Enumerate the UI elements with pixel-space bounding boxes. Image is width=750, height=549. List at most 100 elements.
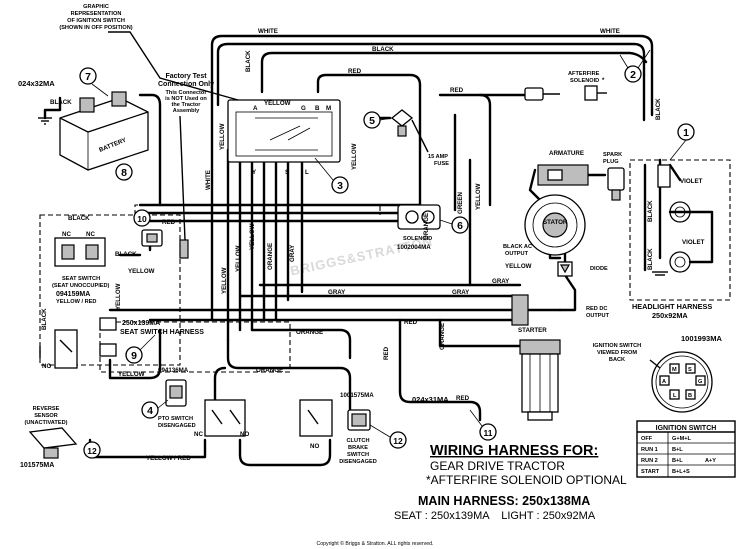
yellow-red-label-bottom: YELLOW / RED bbox=[146, 455, 191, 462]
svg-text:REPRESENTATION: REPRESENTATION bbox=[71, 11, 122, 17]
svg-text:SENSOR: SENSOR bbox=[34, 413, 58, 419]
switch-term-s: S bbox=[285, 169, 289, 176]
orange-label-vertical-2: ORANGE bbox=[423, 213, 430, 240]
headlight-harness: VIOLET VIOLET BLACK BLACK HEADLIGHT HARN… bbox=[632, 164, 714, 320]
svg-text:7: 7 bbox=[85, 71, 91, 83]
orange-label-right: ORANGE bbox=[439, 323, 446, 350]
ign-row-run1-label: RUN 1 bbox=[641, 447, 658, 453]
yellow-label-vertical-2: YELLOW bbox=[235, 245, 242, 272]
violet-label-2: VIOLET bbox=[682, 239, 705, 246]
gray-label-horizontal: GRAY bbox=[328, 289, 346, 296]
armature: ARMATURE bbox=[537, 150, 589, 186]
svg-text:(UNACTIVATED): (UNACTIVATED) bbox=[25, 420, 68, 426]
seat-switch-label: SEAT SWITCH bbox=[62, 276, 100, 282]
ignition-switch-graphic: A G B M Y S L YELLOW YELLOW YELLOW bbox=[219, 99, 358, 176]
red-label-top: RED bbox=[348, 68, 362, 75]
brake-switch-label: CLUTCH bbox=[347, 438, 370, 444]
yellow-label-seat-bottom: YELLOW bbox=[118, 371, 145, 378]
fuse: 15 AMP FUSE bbox=[390, 109, 449, 167]
solenoid-label: SOLENOID bbox=[403, 236, 432, 242]
ign-part-number: 1001993MA bbox=[681, 334, 722, 343]
svg-text:9: 9 bbox=[131, 350, 137, 362]
svg-text:12: 12 bbox=[393, 436, 403, 446]
black-label-seat: BLACK bbox=[68, 215, 90, 222]
spark-plug-label: SPARK bbox=[603, 152, 622, 158]
ign-term-a: A bbox=[662, 379, 666, 385]
ign-row-run2-label: RUN 2 bbox=[641, 458, 658, 464]
yellow-label-ac: YELLOW bbox=[505, 263, 532, 270]
yellow-label-stator: YELLOW bbox=[475, 183, 482, 210]
svg-text:OF IGNITION SWITCH: OF IGNITION SWITCH bbox=[67, 18, 125, 24]
callout-8: 8 bbox=[115, 163, 133, 181]
callout-5: 5 bbox=[363, 111, 381, 129]
ign-row-start-label: START bbox=[641, 469, 660, 475]
svg-text:DISENGAGED: DISENGAGED bbox=[339, 459, 377, 465]
white-label-top-right: WHITE bbox=[600, 28, 620, 35]
svg-text:11: 11 bbox=[484, 428, 493, 438]
red-label-starter: RED bbox=[456, 395, 470, 402]
switch-term-l: L bbox=[305, 169, 309, 176]
yellow-label-switch-left: YELLOW bbox=[219, 123, 226, 150]
battery: BATTERY bbox=[59, 91, 149, 171]
callout-9: 9 bbox=[125, 346, 143, 364]
wire-bundle bbox=[43, 34, 682, 467]
svg-text:OUTPUT: OUTPUT bbox=[505, 251, 529, 257]
svg-text:OUTPUT: OUTPUT bbox=[586, 313, 610, 319]
callout-1: 1 bbox=[677, 123, 695, 141]
gray-label-vertical: GRAY bbox=[289, 244, 296, 262]
yellow-label-switch-right: YELLOW bbox=[351, 143, 358, 170]
svg-text:FUSE: FUSE bbox=[434, 161, 449, 167]
callout-11: 11 bbox=[479, 423, 497, 441]
stator: STATOR bbox=[524, 194, 586, 256]
svg-text:the Tractor: the Tractor bbox=[172, 102, 202, 108]
ground-symbol-headlight bbox=[652, 271, 668, 276]
headlight-harness-label: HEADLIGHT HARNESS bbox=[632, 302, 712, 311]
svg-text:BACK: BACK bbox=[609, 357, 625, 363]
svg-text:This Connector: This Connector bbox=[165, 90, 207, 96]
reverse-sensor-label: REVERSE bbox=[33, 406, 60, 412]
svg-text:VIEWED FROM: VIEWED FROM bbox=[597, 350, 637, 356]
black-label-battery: BLACK bbox=[50, 99, 72, 106]
svg-text:SWITCH: SWITCH bbox=[347, 452, 369, 458]
seat-harness-label: SEAT SWITCH HARNESS bbox=[120, 329, 204, 336]
ign-row-run2-extra: A+Y bbox=[705, 458, 716, 464]
ign-table-title: IGNITION SWITCH bbox=[656, 425, 717, 432]
yellow-label-vertical-3: YELLOW bbox=[249, 223, 256, 250]
afterfire-asterisk: * bbox=[602, 77, 605, 84]
stator-label: STATOR bbox=[543, 219, 568, 226]
title-afterfire-optional: *AFTERFIRE SOLENOID OPTIONAL bbox=[426, 473, 627, 487]
pto-nc: NC bbox=[194, 431, 203, 438]
black-label-seat-2: BLACK bbox=[115, 251, 137, 258]
ign-row-run1-value: B+L bbox=[672, 447, 683, 453]
ign-term-b: B bbox=[688, 393, 692, 399]
switch-term-m: M bbox=[326, 105, 331, 112]
switch-term-a: A bbox=[253, 105, 258, 112]
ign-row-off-label: OFF bbox=[641, 436, 653, 442]
copyright-notice: Copyright © Briggs & Stratton. ALL right… bbox=[317, 540, 434, 547]
svg-text:4: 4 bbox=[147, 405, 153, 417]
red-dc-output-label: RED DC bbox=[586, 306, 607, 312]
black-label-headlight-2: BLACK bbox=[647, 248, 654, 270]
ground-symbol-battery bbox=[38, 117, 52, 125]
ign-row-off-value: G+M+L bbox=[672, 436, 692, 442]
svg-text:12: 12 bbox=[87, 446, 97, 456]
switch-term-b: B bbox=[315, 105, 320, 112]
callout-12-reverse: 12 bbox=[83, 441, 101, 459]
afterfire-label: AFTERFIRE bbox=[568, 71, 600, 77]
svg-text:Assembly: Assembly bbox=[173, 108, 200, 114]
ign-view-label: IGNITION SWITCH bbox=[593, 343, 641, 349]
callout-4: 4 bbox=[141, 401, 159, 419]
svg-text:is NOT Used on: is NOT Used on bbox=[165, 96, 207, 102]
ignition-switch-table: IGNITION SWITCH OFF G+M+L RUN 1 B+L RUN … bbox=[636, 420, 736, 478]
diode-label: DIODE bbox=[590, 266, 608, 272]
svg-text:PLUG: PLUG bbox=[603, 159, 619, 165]
black-label-headlight-1: BLACK bbox=[647, 200, 654, 222]
seat-connector bbox=[141, 229, 163, 247]
seat-harness-connector-1 bbox=[99, 317, 117, 331]
title-main-harness: MAIN HARNESS: 250x138MA bbox=[418, 494, 590, 508]
svg-text:10: 10 bbox=[137, 214, 147, 224]
black-label-left-vertical: BLACK bbox=[41, 308, 48, 330]
gray-label-horizontal-2: GRAY bbox=[452, 289, 470, 296]
brake-part-number: 1001575MA bbox=[340, 392, 374, 399]
red-label-fuse: RED bbox=[450, 87, 464, 94]
